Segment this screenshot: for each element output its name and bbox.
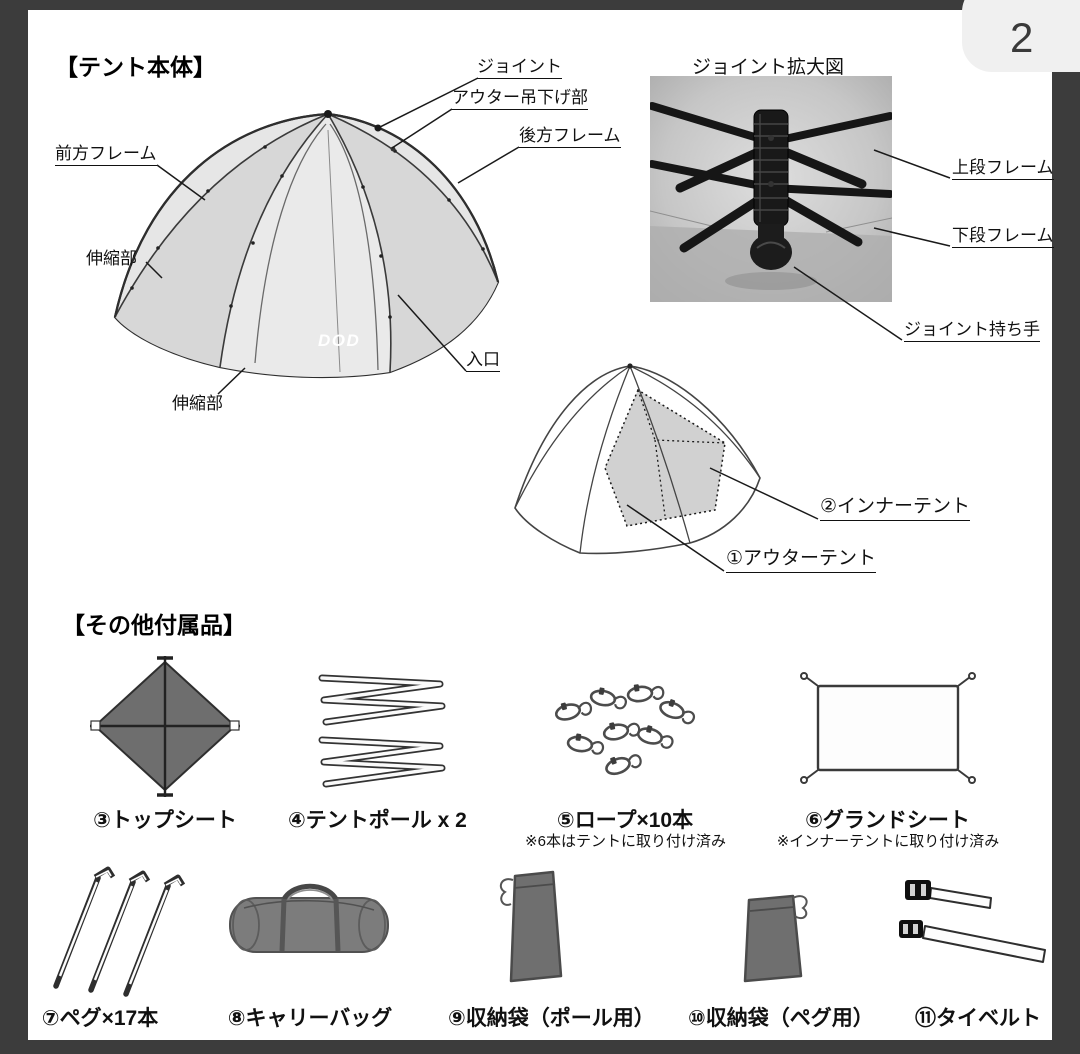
label-pegs: ⑦ペグ×17本: [41, 1007, 159, 1030]
label-carry-bag: ⑧キャリーバッグ: [227, 1007, 393, 1030]
label-tie-belt: ⑪タイベルト: [915, 1007, 1041, 1030]
label-rear-frame: 後方フレーム: [519, 126, 621, 149]
note-ropes: ※6本はテントに取り付け済み: [525, 833, 726, 850]
label-ground-sheet: ⑥グランドシート: [805, 809, 970, 832]
label-joint-handle: ジョイント持ち手: [904, 320, 1040, 343]
label-top-sheet: ③トップシート: [93, 809, 237, 832]
tent-illustration: DOD: [113, 110, 500, 379]
label-upper-frame: 上段フレーム: [952, 158, 1054, 181]
joint-detail-title: ジョイント拡大図: [692, 57, 845, 78]
label-joint: ジョイント: [477, 57, 562, 80]
joint-marker-dot: [375, 125, 381, 131]
section-title-tent-body: 【テント本体】: [55, 54, 216, 80]
label-pole-bag: ⑨収納袋（ポール用）: [448, 1007, 655, 1030]
pegs-illustration: [53, 866, 186, 997]
carry-bag-illustration: [229, 883, 389, 953]
note-ground-sheet: ※インナーテントに取り付け済み: [776, 833, 1000, 850]
page-number: 2: [1010, 14, 1034, 61]
ground-sheet-illustration: [800, 672, 976, 784]
label-outer-hang: アウター吊下げ部: [452, 88, 588, 111]
buckle-top: [905, 880, 931, 900]
label-ropes: ⑤ロープ×10本: [556, 809, 694, 832]
joint-photo: [650, 76, 892, 302]
buckle-bottom: [899, 920, 923, 938]
dod-logo: DOD: [318, 331, 360, 350]
label-telescopic-upper: 伸縮部: [86, 249, 137, 268]
tie-belt-illustration: [899, 880, 1046, 963]
tent-layers-illustration: [514, 363, 761, 555]
top-sheet-illustration: [90, 656, 240, 797]
label-lower-frame: 下段フレーム: [952, 226, 1054, 249]
label-telescopic-lower: 伸縮部: [172, 394, 223, 413]
label-front-frame: 前方フレーム: [55, 144, 157, 167]
pole-bag-illustration: [499, 870, 563, 983]
page-number-badge: 2: [962, 0, 1080, 72]
label-outer-tent: ①アウターテント: [726, 548, 877, 573]
section-title-accessories: 【その他付属品】: [62, 612, 246, 638]
label-tent-poles: ④テントポール x 2: [288, 809, 467, 832]
label-entrance: 入口: [466, 350, 500, 373]
label-peg-bag: ⑩収納袋（ペグ用）: [688, 1007, 874, 1030]
label-inner-tent: ②インナーテント: [820, 496, 971, 521]
tent-poles-illustration: [318, 674, 446, 788]
peg-bag-illustration: [743, 894, 808, 983]
hang-hook-dot: [390, 146, 396, 152]
ropes-illustration: [554, 684, 696, 776]
